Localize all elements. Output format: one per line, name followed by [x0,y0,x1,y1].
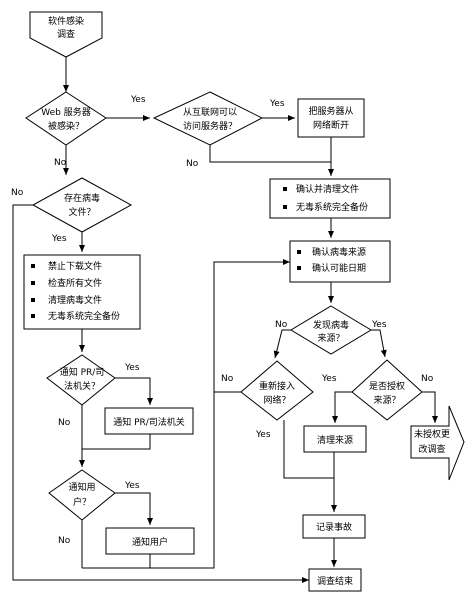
label-found-yes: Yes [371,320,387,330]
bullet-square [283,205,287,209]
node-q-reconnect [240,360,314,421]
node-source [289,240,391,283]
node-disconnect-line-2: 网络断开 [313,119,349,131]
node-q-web-line-1: Web 服务器 [41,106,90,118]
node-record-line-1: 记录事故 [316,521,352,533]
node-notify-pr-line-1: 通知 PR/司法机关 [113,416,185,428]
flowchart-edges [12,57,438,583]
edge-internet-no [209,145,331,163]
node-notify-pr [104,407,194,435]
node-q-virus-file-line-1: 存在病毒 [64,192,100,204]
node-notify-user-line-1: 通知用户 [132,536,168,548]
node-block-line-4: 无毒系统完全备份 [48,310,120,322]
bullet-square [31,298,35,302]
node-q-virus-file [31,177,133,233]
label-found-no: No [275,320,288,330]
node-q-reconnect-line-2: 网络？ [263,394,290,406]
bullet-square [297,250,301,254]
edge-authorized-yes [332,391,352,423]
node-q-notify-pr-line-1: 通知 PR/司 [60,366,105,378]
node-source-line-1: 确认病毒来源 [312,246,366,258]
label-web-no: No [54,158,67,168]
edge-found-yes [371,329,387,358]
node-block-line-2: 检查所有文件 [48,277,102,289]
node-start-line-1: 软件感染 [48,15,84,27]
edge-found-no [273,329,291,359]
edge-notify-pr-out [82,434,151,450]
node-q-internet-line-2: 访问服务器？ [183,120,237,132]
label-notify-user-yes: Yes [124,481,140,491]
bullet-square [31,264,35,268]
node-clean-source-line-1: 清理来源 [317,434,353,446]
node-q-web [25,91,107,146]
node-end [308,568,362,592]
edge-notify-user-out [149,554,214,569]
edge-notify-user-yes [115,492,153,525]
node-confirm-line-2: 无毒系统完全备份 [296,201,368,213]
label-reconnect-yes: Yes [255,430,271,440]
node-q-found-source-line-2: 来源？ [317,333,344,344]
node-q-web-line-2: 被感染？ [48,120,84,132]
node-q-notify-pr [46,354,116,406]
node-block-line-1: 禁止下载文件 [48,260,102,272]
node-end-line-1: 调查结束 [317,575,353,587]
node-q-found-source-line-1: 发现病毒 [313,319,349,331]
node-block [23,254,141,330]
node-confirm [269,178,391,219]
label-virus-file-no: No [11,188,24,198]
label-authorized-yes: Yes [321,374,337,384]
edge-reconnect-no [213,259,290,393]
node-notify-user [105,527,195,555]
label-web-yes: Yes [130,95,146,105]
edge-notify-pr-yes [115,377,153,405]
node-q-virus-file-line-2: 文件？ [68,206,95,218]
node-q-authorized [351,359,423,421]
edge-to-end [82,392,215,569]
edge-reconnect-yes [283,420,334,479]
node-q-notify-user [48,469,116,521]
edge-labels: Yes Yes No No No Yes No Yes Yes No Yes N… [11,95,434,546]
flowchart-nodes: 软件感染 调查 Web 服务器 被感染？ 从互联网可以 访问服务器？ 把服务器从… [23,11,465,592]
label-notify-user-no: No [58,536,71,546]
label-notify-pr-no: No [58,418,71,428]
node-q-notify-user-line-2: 户？ [73,496,91,508]
node-q-notify-user-line-1: 通知用 [68,481,95,493]
edge-authorized-no [422,391,438,423]
label-reconnect-no: No [221,374,234,384]
node-q-reconnect-line-1: 重新接入 [259,380,295,392]
node-unauth [410,405,465,481]
node-clean-source [303,425,367,453]
node-block-line-3: 清理病毒文件 [48,294,102,306]
node-q-internet-line-1: 从互联网可以 [183,107,237,118]
label-notify-pr-yes: Yes [124,363,140,373]
node-q-found-source [290,305,372,355]
node-record [302,514,366,539]
label-authorized-no: No [421,374,434,384]
node-confirm-line-1: 确认并清理文件 [296,183,359,195]
bullet-square [297,266,301,270]
node-start [29,11,103,58]
node-source-line-2: 确认可能日期 [312,262,366,274]
node-start-line-2: 调查 [57,28,75,40]
edge-virus-file-no [12,204,309,583]
node-disconnect [297,98,365,138]
bullet-square [31,314,35,318]
node-disconnect-line-1: 把服务器从 [308,105,353,117]
node-q-authorized-line-2: 来源？ [373,395,400,406]
node-unauth-line-2: 改调查 [418,443,445,455]
node-unauth-line-1: 未授权更 [414,428,450,440]
node-q-notify-pr-line-2: 法机关？ [64,380,100,392]
label-internet-yes: Yes [269,99,285,109]
bullet-square [283,187,287,191]
bullet-square [31,281,35,285]
label-internet-no: No [186,159,199,169]
node-q-internet [152,91,264,146]
node-q-authorized-line-1: 是否授权 [369,380,405,392]
label-virus-file-yes: Yes [51,234,67,244]
